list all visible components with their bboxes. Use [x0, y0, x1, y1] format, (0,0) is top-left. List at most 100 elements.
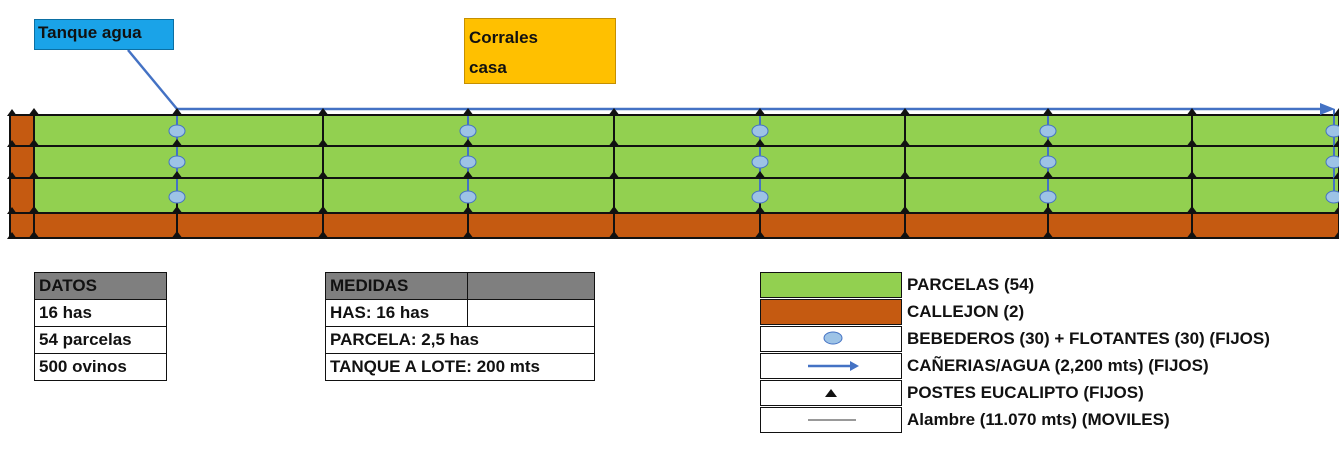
legend-label: CALLEJON (2) — [907, 302, 1025, 321]
medidas-row: PARCELA: 2,5 has — [325, 326, 595, 354]
alambre-swatch — [760, 407, 902, 433]
bebedero-icon — [1039, 190, 1057, 204]
legend-row-canerias: CAÑERIAS/AGUA (2,200 mts) (FIJOS) — [760, 353, 1339, 380]
parcela-row — [34, 146, 1339, 178]
legend-label: Alambre (11.070 mts) (MOVILES) — [907, 410, 1170, 429]
poste-icon — [754, 231, 766, 239]
poste-icon — [171, 206, 183, 214]
poste-icon — [7, 232, 17, 239]
poste-icon — [317, 231, 329, 239]
corrales-label: Corrales casa — [464, 18, 616, 84]
poste-icon — [7, 172, 17, 179]
legend-row-postes: POSTES EUCALIPTO (FIJOS) — [760, 380, 1339, 407]
medidas-header: MEDIDAS — [325, 272, 468, 300]
bebedero-icon — [1325, 155, 1339, 169]
legend-row-parcelas: PARCELAS (54) — [760, 272, 1339, 299]
callejon-swatch — [760, 299, 902, 325]
medidas-header-empty — [467, 272, 595, 300]
bebedero-icon — [1325, 190, 1339, 204]
poste-icon — [462, 171, 474, 179]
poste-icon — [754, 171, 766, 179]
poste-icon — [899, 231, 911, 239]
poste-icon — [899, 108, 911, 116]
datos-row: 500 ovinos — [34, 353, 167, 381]
poste-icon — [1186, 231, 1198, 239]
datos-table: DATOS 16 has 54 parcelas 500 ovinos — [34, 272, 167, 381]
poste-icon — [608, 171, 620, 179]
bebedero-icon — [459, 124, 477, 138]
triangle-icon — [825, 389, 837, 397]
poste-icon — [608, 206, 620, 214]
bebedero-icon — [751, 155, 769, 169]
poste-icon — [171, 171, 183, 179]
legend-row-callejon: CALLEJON (2) — [760, 299, 1339, 326]
poste-icon — [1333, 206, 1339, 214]
legend-label: POSTES EUCALIPTO (FIJOS) — [907, 383, 1144, 402]
poste-icon — [171, 139, 183, 147]
poste-icon — [7, 109, 17, 116]
poste-icon — [899, 206, 911, 214]
bebedero-icon — [168, 124, 186, 138]
poste-icon — [1186, 139, 1198, 147]
poste-icon — [1042, 139, 1054, 147]
poste-icon — [171, 231, 183, 239]
arrow-icon — [808, 361, 859, 371]
poste-icon — [171, 108, 183, 116]
poste-icon — [462, 231, 474, 239]
poste-icon — [754, 108, 766, 116]
bebedero-icon — [168, 190, 186, 204]
poste-icon — [1186, 108, 1198, 116]
parcela-swatch — [760, 272, 902, 298]
poste-icon — [1333, 139, 1339, 147]
bebedero-icon — [751, 124, 769, 138]
poste-icon — [462, 139, 474, 147]
poste-icon — [462, 206, 474, 214]
medidas-row: TANQUE A LOTE: 200 mts — [325, 353, 595, 381]
bebedero-swatch — [760, 326, 902, 352]
poste-icon — [317, 206, 329, 214]
poste-swatch — [760, 380, 902, 406]
poste-icon — [7, 140, 17, 147]
corrales-label-line1: Corrales — [469, 28, 538, 47]
poste-icon — [7, 207, 17, 214]
poste-icon — [317, 171, 329, 179]
poste-icon — [754, 139, 766, 147]
poste-icon — [1042, 108, 1054, 116]
datos-row: 16 has — [34, 299, 167, 327]
poste-icon — [1186, 171, 1198, 179]
datos-row: 54 parcelas — [34, 326, 167, 354]
bebedero-icon — [1325, 124, 1339, 138]
parcela-row — [34, 115, 1339, 146]
water-pipe-arrowhead — [1320, 103, 1335, 115]
poste-icon — [754, 206, 766, 214]
legend-label: PARCELAS (54) — [907, 275, 1035, 294]
legend-label: BEBEDEROS (30) + FLOTANTES (30) (FIJOS) — [907, 329, 1270, 348]
legend-row-bebederos: BEBEDEROS (30) + FLOTANTES (30) (FIJOS) — [760, 326, 1339, 353]
legend-label: CAÑERIAS/AGUA (2,200 mts) (FIJOS) — [907, 356, 1209, 375]
poste-icon — [1042, 171, 1054, 179]
poste-icon — [1186, 206, 1198, 214]
poste-icon — [28, 139, 40, 147]
poste-icon — [608, 108, 620, 116]
callejon-bottom — [34, 213, 1339, 238]
poste-icon — [462, 108, 474, 116]
datos-header: DATOS — [34, 272, 167, 300]
water-pipe — [127, 49, 178, 110]
caneria-swatch — [760, 353, 902, 379]
poste-icon — [28, 171, 40, 179]
bebedero-icon — [459, 155, 477, 169]
poste-icon — [1042, 231, 1054, 239]
poste-icon — [317, 139, 329, 147]
poste-icon — [28, 231, 40, 239]
poste-icon — [608, 231, 620, 239]
bebedero-icon — [1039, 124, 1057, 138]
bebedero-icon — [459, 190, 477, 204]
bebedero-icon — [168, 155, 186, 169]
tank-label: Tanque agua — [34, 19, 174, 50]
medidas-row: HAS: 16 has — [325, 299, 468, 327]
poste-icon — [1333, 231, 1339, 239]
poste-icon — [608, 139, 620, 147]
corrales-label-line2: casa — [469, 58, 507, 77]
medidas-table: MEDIDAS HAS: 16 has PARCELA: 2,5 has TAN… — [325, 272, 595, 381]
bebedero-icon — [751, 190, 769, 204]
